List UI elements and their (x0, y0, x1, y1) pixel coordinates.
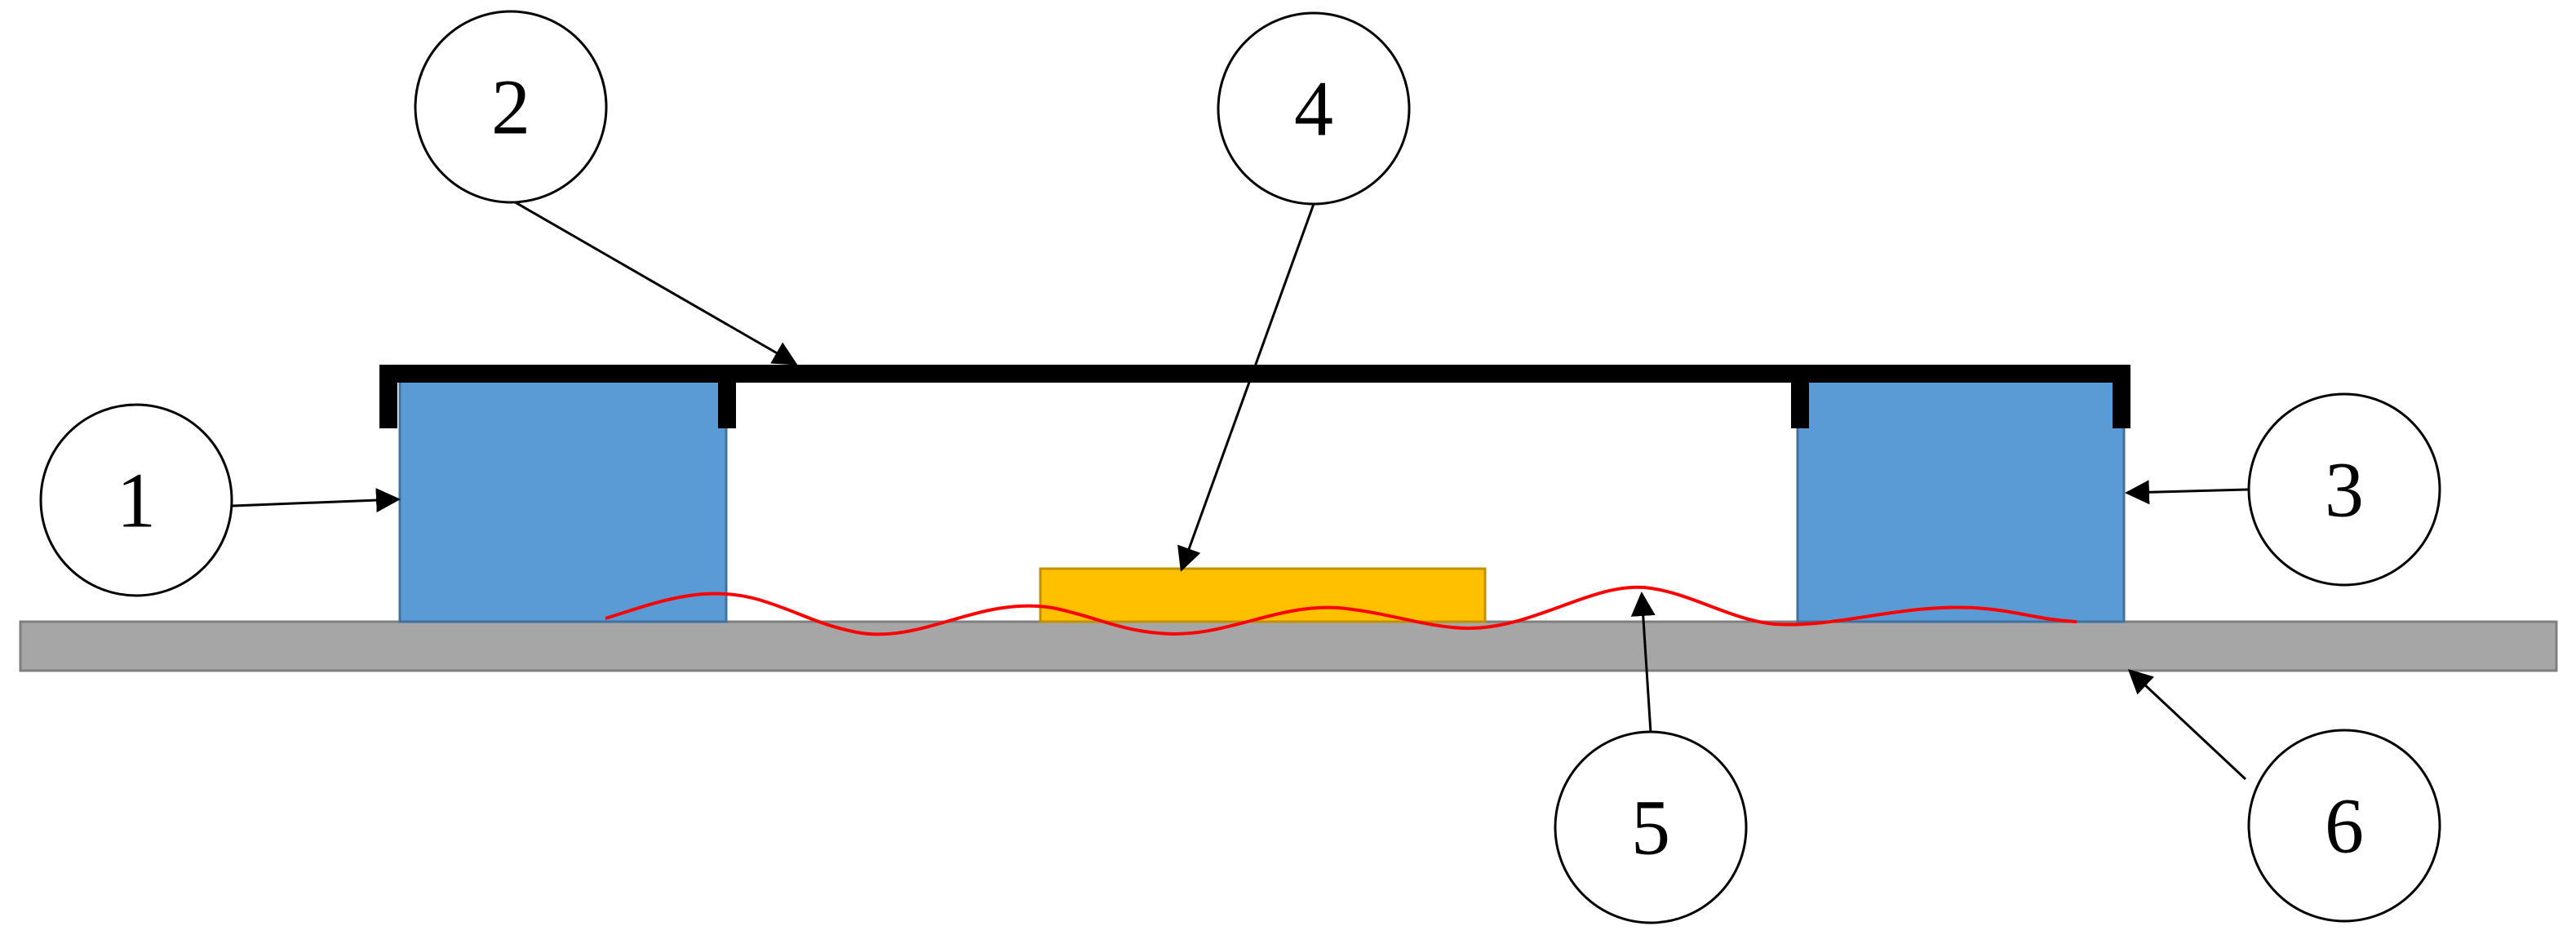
right-support-block (1796, 378, 2126, 623)
callout-6: 6 (2247, 729, 2441, 923)
leader-line-6 (2127, 668, 2247, 781)
callout-label: 4 (1294, 65, 1333, 153)
leader-line-2 (512, 199, 798, 366)
leader-line-5 (1630, 592, 1656, 733)
callout-circle (1217, 11, 1411, 206)
callout-label: 6 (2325, 782, 2364, 870)
wavy-wire (605, 585, 2077, 636)
leader-line-3 (2125, 480, 2249, 505)
callout-label: 3 (2325, 446, 2364, 534)
callout-3: 3 (2247, 392, 2441, 587)
callout-1: 1 (39, 403, 233, 597)
callout-circle (2247, 729, 2441, 923)
callout-label: 2 (491, 64, 530, 151)
callout-label: 1 (117, 457, 156, 544)
leader-line-1 (232, 488, 401, 513)
callout-5: 5 (1554, 730, 1748, 924)
callout-circle (2247, 392, 2441, 587)
callout-4: 4 (1217, 11, 1411, 206)
callout-circle (39, 403, 233, 597)
leader-line-4 (1177, 203, 1315, 572)
callout-2: 2 (414, 10, 608, 204)
substrate-plate (19, 620, 2558, 672)
chip-component (1039, 567, 1487, 623)
callout-circle (1554, 730, 1748, 924)
bridge-beam (379, 365, 2130, 428)
callout-circle (414, 10, 608, 204)
callout-label: 5 (1631, 784, 1670, 871)
left-support-block (398, 378, 728, 623)
